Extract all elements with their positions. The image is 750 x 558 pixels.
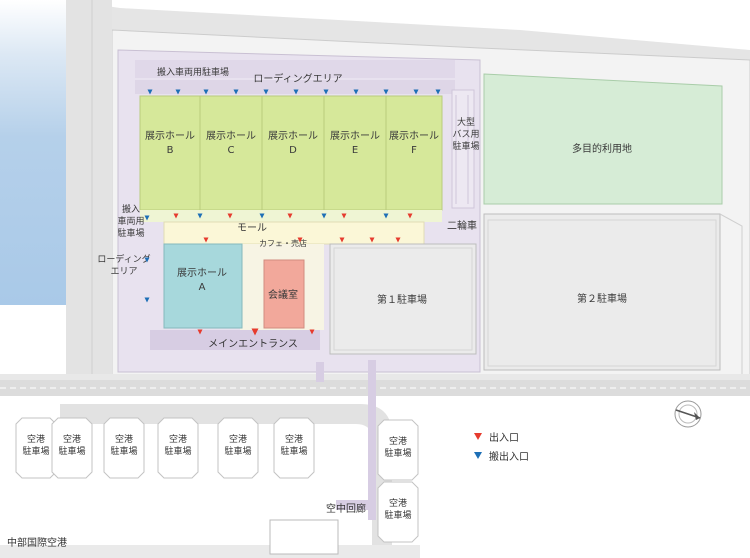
multipurpose-land-label: 多目的利用地 bbox=[572, 142, 632, 155]
airport-parking-garage bbox=[51, 417, 93, 479]
entrance-marker bbox=[227, 213, 233, 219]
entrance-legend-label: 出入口 bbox=[489, 431, 519, 444]
airport-parking-label: 空港駐車場 bbox=[164, 433, 191, 457]
halls-b-f bbox=[139, 95, 443, 211]
carry-in-marker bbox=[144, 297, 150, 303]
carry-in-marker bbox=[321, 213, 327, 219]
airport-parking-label: 空港駐車場 bbox=[58, 433, 85, 457]
carry-in-marker bbox=[233, 89, 239, 95]
west-road bbox=[66, 0, 112, 392]
carry-in-marker bbox=[203, 89, 209, 95]
carry-in-parking-top bbox=[135, 60, 455, 78]
main-entrance-label: メインエントランス bbox=[208, 338, 298, 350]
airport-parking-label: 空港駐車場 bbox=[224, 433, 251, 457]
carry-in-legend-icon bbox=[474, 452, 482, 459]
entrance-marker bbox=[287, 213, 293, 219]
entrance-marker bbox=[173, 213, 179, 219]
mall-label: モール bbox=[237, 223, 267, 234]
large-bus-parking-label: 大型バス用駐車場 bbox=[452, 116, 479, 152]
airport-parking-label: 空港駐車場 bbox=[110, 433, 137, 457]
entrance-marker bbox=[341, 213, 347, 219]
carry-in-legend-label: 搬出入口 bbox=[489, 450, 529, 463]
airport-parking-garage bbox=[217, 417, 259, 479]
airport-parking-label: 空港駐車場 bbox=[384, 435, 411, 459]
compass-icon bbox=[674, 400, 702, 428]
multipurpose-area bbox=[483, 73, 723, 205]
airport-label: 中部国際空港 bbox=[7, 536, 67, 549]
entrance-marker bbox=[395, 237, 401, 243]
sea-area bbox=[0, 0, 70, 305]
airport-parking-garage bbox=[157, 417, 199, 479]
carry-in-marker bbox=[293, 89, 299, 95]
conference-room-label: 会議室 bbox=[268, 288, 298, 301]
parking-2-area bbox=[483, 213, 721, 371]
carry-in-marker bbox=[323, 89, 329, 95]
flight-of-dreams bbox=[269, 519, 339, 555]
entrance-marker bbox=[309, 329, 315, 335]
carry-in-parking-top-label: 搬入車両用駐車場 bbox=[157, 66, 229, 78]
entrance-marker bbox=[197, 329, 203, 335]
carry-in-marker bbox=[383, 89, 389, 95]
entrance-marker bbox=[407, 213, 413, 219]
airport-parking-label: 空港駐車場 bbox=[384, 497, 411, 521]
carry-in-marker bbox=[435, 89, 441, 95]
carry-in-marker bbox=[413, 89, 419, 95]
airport-parking-garage bbox=[377, 481, 419, 543]
main-entrance-band bbox=[150, 330, 320, 350]
map-legend: 出入口 搬出入口 bbox=[474, 431, 529, 463]
airport-loop-road bbox=[60, 404, 392, 558]
hall-a-area bbox=[163, 243, 243, 329]
airport-parking-garage bbox=[103, 417, 145, 479]
two-wheel-label: 二輪車 bbox=[447, 219, 477, 232]
entrance-legend-icon bbox=[474, 433, 482, 440]
entrance-marker bbox=[203, 237, 209, 243]
loading-area-top bbox=[135, 80, 455, 94]
airport-parking-label: 空港駐車場 bbox=[22, 433, 49, 457]
airport-parking-garage bbox=[273, 417, 315, 479]
airport-parking-label: 空港駐車場 bbox=[280, 433, 307, 457]
loading-area-top-label: ローディングエリア bbox=[253, 72, 342, 85]
entrance-marker bbox=[369, 237, 375, 243]
skywalk-path bbox=[368, 360, 376, 520]
carry-in-marker bbox=[144, 215, 150, 221]
loading-area-left-label: ローディングエリア bbox=[97, 253, 150, 277]
skywalk-label: 空中回廊 bbox=[326, 502, 366, 515]
entrance-marker bbox=[251, 328, 259, 336]
carry-in-marker bbox=[259, 213, 265, 219]
carry-in-marker bbox=[353, 89, 359, 95]
parking-2-label: 第２駐車場 bbox=[577, 292, 627, 305]
carry-in-marker bbox=[383, 213, 389, 219]
parking-1-label: 第１駐車場 bbox=[377, 293, 427, 306]
entrance-marker bbox=[339, 237, 345, 243]
cafe-shop-label: カフェ・売店 bbox=[259, 238, 307, 248]
parking-1-area bbox=[329, 243, 477, 355]
carry-in-marker bbox=[147, 89, 153, 95]
carry-in-marker bbox=[175, 89, 181, 95]
airport-parking-garage bbox=[377, 419, 419, 481]
carry-in-marker bbox=[144, 257, 150, 263]
carry-in-marker bbox=[197, 213, 203, 219]
carry-in-parking-left-label: 搬入車両用駐車場 bbox=[117, 203, 144, 239]
conference-area bbox=[263, 259, 305, 329]
carry-in-marker bbox=[263, 89, 269, 95]
entrance-marker bbox=[297, 237, 303, 243]
